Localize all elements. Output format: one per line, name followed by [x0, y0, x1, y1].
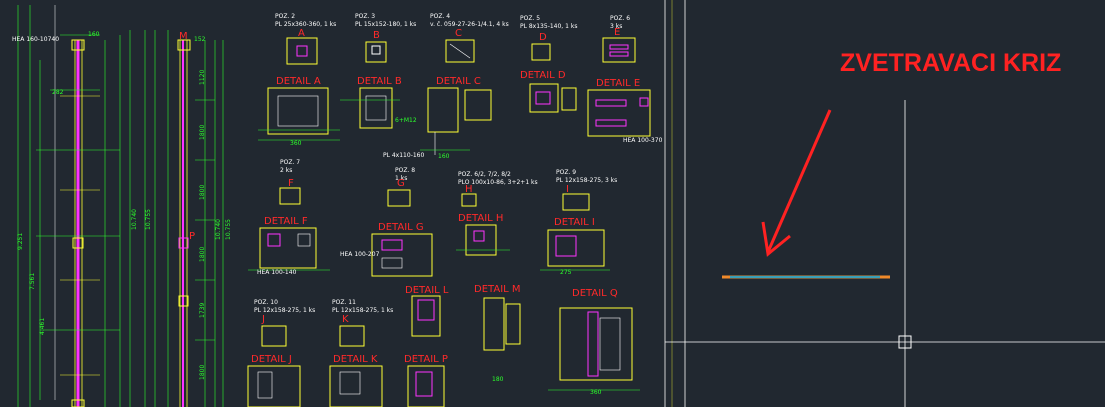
- detail-c-plate: PL 4x110-160: [383, 152, 424, 159]
- poz8-letter: G: [397, 178, 405, 189]
- detail-b-note: 6+M12: [395, 117, 417, 124]
- detail-l-label: DETAIL L: [405, 285, 449, 296]
- detail-p-label: DETAIL M: [474, 284, 521, 295]
- detail-f-label: DETAIL F: [264, 216, 308, 227]
- dim-v1: 9.251: [17, 233, 24, 250]
- detail-i-label: DETAIL I: [554, 217, 595, 228]
- poz11-spec: PL 12x158-275, 1 ks: [332, 307, 393, 314]
- column2-letter-m: M: [179, 31, 188, 42]
- poz-row-2: POZ. 7 2 ks F POZ. 8 1 ks G POZ. 6/2, 7/…: [279, 159, 617, 211]
- detail-j-label: DETAIL J: [251, 354, 292, 365]
- poz10-title: POZ. 10: [254, 299, 278, 306]
- detail-m-dim: 180: [492, 376, 504, 383]
- poz7-spec: 2 ks: [280, 167, 292, 174]
- poz3-title: POZ. 3: [355, 13, 375, 20]
- annotation-label: ZVETRAVACI KRIZ: [840, 49, 1061, 77]
- poz5-letter: D: [539, 32, 547, 43]
- poz62-letter: H: [465, 184, 473, 195]
- poz5-title: POZ. 5: [520, 15, 540, 22]
- detail-row-2: DETAIL F HEA 100-140 DETAIL G HEA 100-20…: [248, 213, 610, 277]
- poz9-spec: PL 12x158-275, 3 ks: [556, 177, 617, 184]
- detail-c-dim: 160: [438, 153, 450, 160]
- poz6-letter: E: [614, 27, 620, 38]
- column2-elevation: M 152 P 1120 1800 1800 1800 1739 1800 10…: [167, 30, 232, 407]
- column-dim-side: 282: [52, 89, 64, 96]
- dim2-v2: 1800: [199, 185, 206, 200]
- dim2-v0: 1120: [199, 70, 206, 85]
- column-profile-label: HEA 160-10740: [12, 36, 59, 43]
- detail-m-label: DETAIL P: [404, 354, 448, 365]
- poz9-letter: I: [566, 184, 569, 195]
- dim2-v6: 10.740: [215, 219, 222, 240]
- detail-a-dim: 360: [290, 140, 302, 147]
- detail-e-note: HEA 100-370: [623, 137, 663, 144]
- detail-d-label: DETAIL D: [520, 70, 566, 81]
- poz9-title: POZ. 9: [556, 169, 576, 176]
- dim-v3: 4.461: [39, 318, 46, 335]
- poz10-letter: J: [261, 314, 265, 325]
- poz7-letter: F: [288, 178, 294, 189]
- detail-i-dim: 275: [560, 269, 572, 276]
- dim2-v3: 1800: [199, 247, 206, 262]
- detail-b-label: DETAIL B: [357, 76, 402, 87]
- cursor-pickbox: [898, 335, 912, 349]
- detail-q-dim: 360: [590, 389, 602, 396]
- poz11-title: POZ. 11: [332, 299, 356, 306]
- detail-k-label: DETAIL K: [333, 354, 378, 365]
- detail-g-note: HEA 100-207: [340, 251, 380, 258]
- column-elevation: HEA 160-10740 160 282 9.251 7.561 4.461 …: [12, 5, 156, 407]
- poz8-title: POZ. 8: [395, 167, 415, 174]
- dim2-v1: 1800: [199, 125, 206, 140]
- detail-row-3: POZ. 10 PL 12x158-275, 1 ks J POZ. 11 PL…: [247, 284, 640, 407]
- detail-e-label: DETAIL E: [596, 78, 640, 89]
- dim-v5: 10.755: [145, 209, 152, 230]
- poz2-spec: PL 25x360-360, 1 ks: [275, 21, 336, 28]
- dim2-v5: 1800: [199, 365, 206, 380]
- poz62-spec: PLO 100x10-86, 3+2+1 ks: [458, 179, 538, 186]
- detail-row-1: DETAIL A 360 DETAIL B 6+M12 DETAIL C PL …: [258, 70, 663, 160]
- detail-q-label: DETAIL Q: [572, 288, 618, 299]
- poz7-title: POZ. 7: [280, 159, 300, 166]
- poz62-title: POZ. 6/2, 7/2, 8/2: [458, 171, 511, 178]
- poz4-spec: v. č. 059-27-26-1/4.1, 4 ks: [430, 21, 509, 28]
- poz2-title: POZ. 2: [275, 13, 295, 20]
- poz6-title: POZ. 6: [610, 15, 630, 22]
- detail-a-label: DETAIL A: [276, 76, 321, 87]
- column2-dim-top: 152: [194, 36, 206, 43]
- poz3-spec: PL 15x152-180, 1 ks: [355, 21, 416, 28]
- poz4-letter: C: [455, 28, 462, 39]
- poz10-spec: PL 12x158-275, 1 ks: [254, 307, 315, 314]
- poz-row-1: POZ. 2 PL 25x360-360, 1 ks A POZ. 3 PL 1…: [275, 13, 636, 65]
- poz3-letter: B: [373, 30, 380, 41]
- detail-g-label: DETAIL G: [378, 222, 424, 233]
- poz6-spec: 3 ks: [610, 23, 622, 30]
- column2-letter-p: P: [189, 231, 195, 242]
- dim2-v7: 10.755: [225, 219, 232, 240]
- poz8-spec: 1 ks: [395, 175, 407, 182]
- dim-v2: 7.561: [29, 273, 36, 290]
- poz11-letter: K: [342, 314, 349, 325]
- annotation-arrow: [761, 109, 832, 257]
- detail-h-label: DETAIL H: [458, 213, 503, 224]
- poz2-letter: A: [298, 28, 305, 39]
- detail-c-label: DETAIL C: [436, 76, 481, 87]
- poz5-spec: PL 8x135-140, 1 ks: [520, 23, 577, 30]
- detail-f-note: HEA 100-140: [257, 269, 297, 276]
- dim2-v4: 1739: [199, 303, 206, 318]
- poz4-title: POZ. 4: [430, 13, 450, 20]
- column-dim-top: 160: [88, 31, 100, 38]
- dim-v4: 10.740: [131, 209, 138, 230]
